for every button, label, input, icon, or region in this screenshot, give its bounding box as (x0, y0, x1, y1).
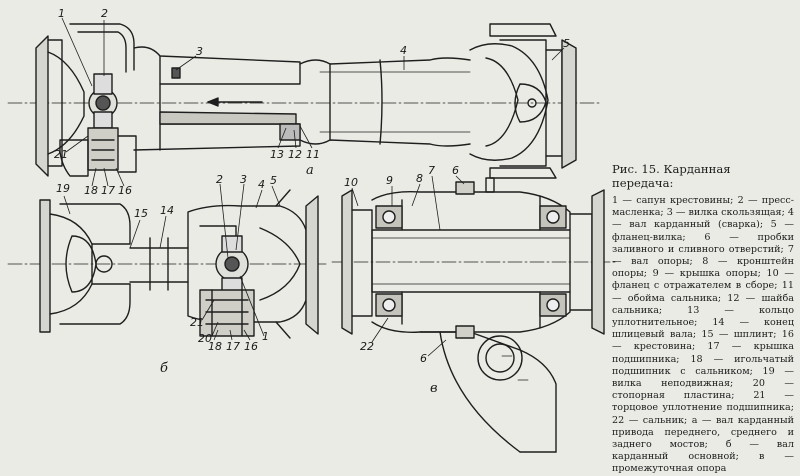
label-c-10: 10 (344, 176, 358, 189)
sublabel-c: в (430, 381, 438, 396)
caption-legend: 1 — сапун крестовины; 2 — пресс-масленка… (612, 195, 794, 475)
label-a-12: 12 (288, 148, 302, 161)
label-b-16: 16 (244, 340, 258, 353)
label-b-21: 21 (190, 316, 204, 329)
view-c-labels: 10 9 8 7 6 22 6 в (344, 164, 459, 396)
view-c-drawing (331, 177, 617, 453)
label-a-4: 4 (400, 44, 407, 57)
label-a-3: 3 (196, 45, 203, 58)
caption-title: Рис. 15. Карданная передача: (612, 162, 731, 190)
label-a-1: 1 (58, 7, 65, 20)
label-a-16: 16 (118, 184, 132, 197)
label-b-5: 5 (270, 174, 277, 187)
label-b-18: 18 (208, 340, 222, 353)
label-a-21: 21 (54, 148, 68, 161)
label-a-13: 13 (270, 148, 284, 161)
view-b-labels: 19 15 14 2 3 4 5 21 20 18 17 16 1 б (56, 173, 277, 376)
view-a-labels: 1 2 3 4 5 21 18 17 16 13 12 11 а (54, 7, 570, 197)
label-b-4: 4 (258, 178, 265, 191)
label-c-7: 7 (428, 164, 435, 177)
sublabel-a: а (306, 163, 314, 178)
label-c-9: 9 (386, 174, 393, 187)
view-b-drawing (7, 189, 327, 339)
view-a-drawing (7, 23, 601, 179)
label-c-22: 22 (360, 340, 374, 353)
label-b-14: 14 (160, 204, 174, 217)
sublabel-b: б (160, 361, 168, 376)
label-b-20: 20 (198, 332, 212, 345)
figure-caption: Рис. 15. Карданная передача: 1 — сапун к… (612, 162, 794, 476)
label-b-1: 1 (262, 330, 269, 343)
label-a-17: 17 (101, 184, 115, 197)
label-b-2: 2 (216, 173, 223, 186)
label-c-6-top: 6 (452, 164, 459, 177)
label-b-19: 19 (56, 182, 70, 195)
label-a-2: 2 (101, 7, 108, 20)
label-c-8: 8 (416, 172, 423, 185)
label-b-15: 15 (134, 207, 148, 220)
label-a-18: 18 (84, 184, 98, 197)
label-a-11: 11 (306, 148, 320, 161)
label-a-5: 5 (563, 37, 570, 50)
label-c-6-bottom: 6 (420, 352, 427, 365)
label-b-17: 17 (226, 340, 240, 353)
label-b-3: 3 (240, 173, 247, 186)
